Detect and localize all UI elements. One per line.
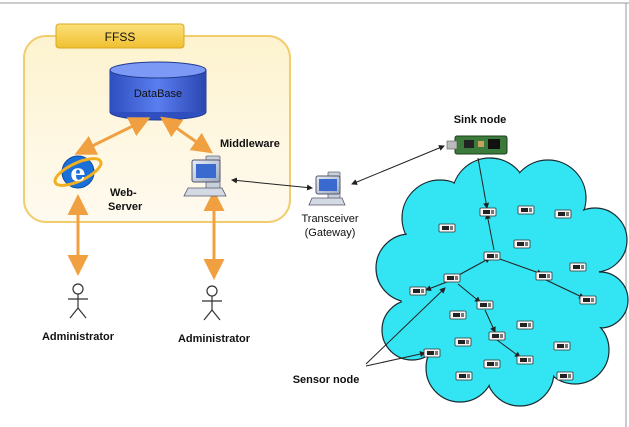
sensor-mote-icon: [483, 251, 501, 261]
sensor-mote-icon: [479, 207, 497, 217]
database-icon: [109, 61, 207, 121]
sensor-mote-icon: [516, 320, 534, 330]
transceiver-label-line1: Transceiver: [301, 213, 358, 225]
database-label: DataBase: [134, 88, 182, 100]
sensor-mote-icon: [438, 223, 456, 233]
transceiver-label-line2: (Gateway): [305, 227, 356, 239]
sensor-mote-icon: [409, 286, 427, 296]
web-server-label-line1: Web-: [110, 187, 137, 199]
sensor-mote-icon: [554, 209, 572, 219]
ffss-tab: [55, 23, 185, 49]
sensor-mote-icon: [535, 271, 553, 281]
middleware-label: Middleware: [220, 138, 280, 150]
transceiver-computer-icon: [308, 171, 346, 206]
sensor-mote-icon: [449, 310, 467, 320]
administrator-left-icon: [68, 283, 88, 319]
web-server-label-line2: Server: [108, 201, 143, 213]
cloud-fill: [377, 159, 627, 405]
internet-explorer-icon: e: [53, 155, 103, 189]
sink-node-board-icon: [446, 135, 508, 155]
sensor-mote-icon: [454, 337, 472, 347]
sensor-mote-icon: [455, 371, 473, 381]
middleware-transceiver-link: [231, 177, 313, 191]
middleware-computer-icon: [183, 155, 227, 197]
sensor-mote-icon: [443, 273, 461, 283]
sensor-mote-icon: [569, 262, 587, 272]
sensor-node-label: Sensor node: [293, 374, 360, 386]
sensor-mote-icon: [553, 341, 571, 351]
sensor-mote-icon: [423, 348, 441, 358]
administrator-left-label: Administrator: [42, 331, 115, 343]
routing-links: [365, 157, 585, 367]
ffss-label: FFSS: [105, 30, 136, 44]
db-middleware-link: [160, 116, 213, 154]
administrator-right-icon: [202, 285, 222, 321]
svg-text:e: e: [70, 158, 85, 187]
db-webserver-link: [74, 117, 151, 155]
sensor-mote-icon: [517, 205, 535, 215]
sensor-mote-icon: [516, 355, 534, 365]
sensor-mote-icon: [513, 239, 531, 249]
sensor-mote-icon: [476, 300, 494, 310]
administrator-right-label: Administrator: [178, 333, 251, 345]
sink-node-label: Sink node: [454, 114, 507, 126]
sensor-mote-icon: [556, 371, 574, 381]
sensor-mote-icon: [483, 359, 501, 369]
sensor-mote-icon: [579, 295, 597, 305]
transceiver-sink-link: [351, 145, 445, 185]
sensor-mote-icon: [488, 331, 506, 341]
